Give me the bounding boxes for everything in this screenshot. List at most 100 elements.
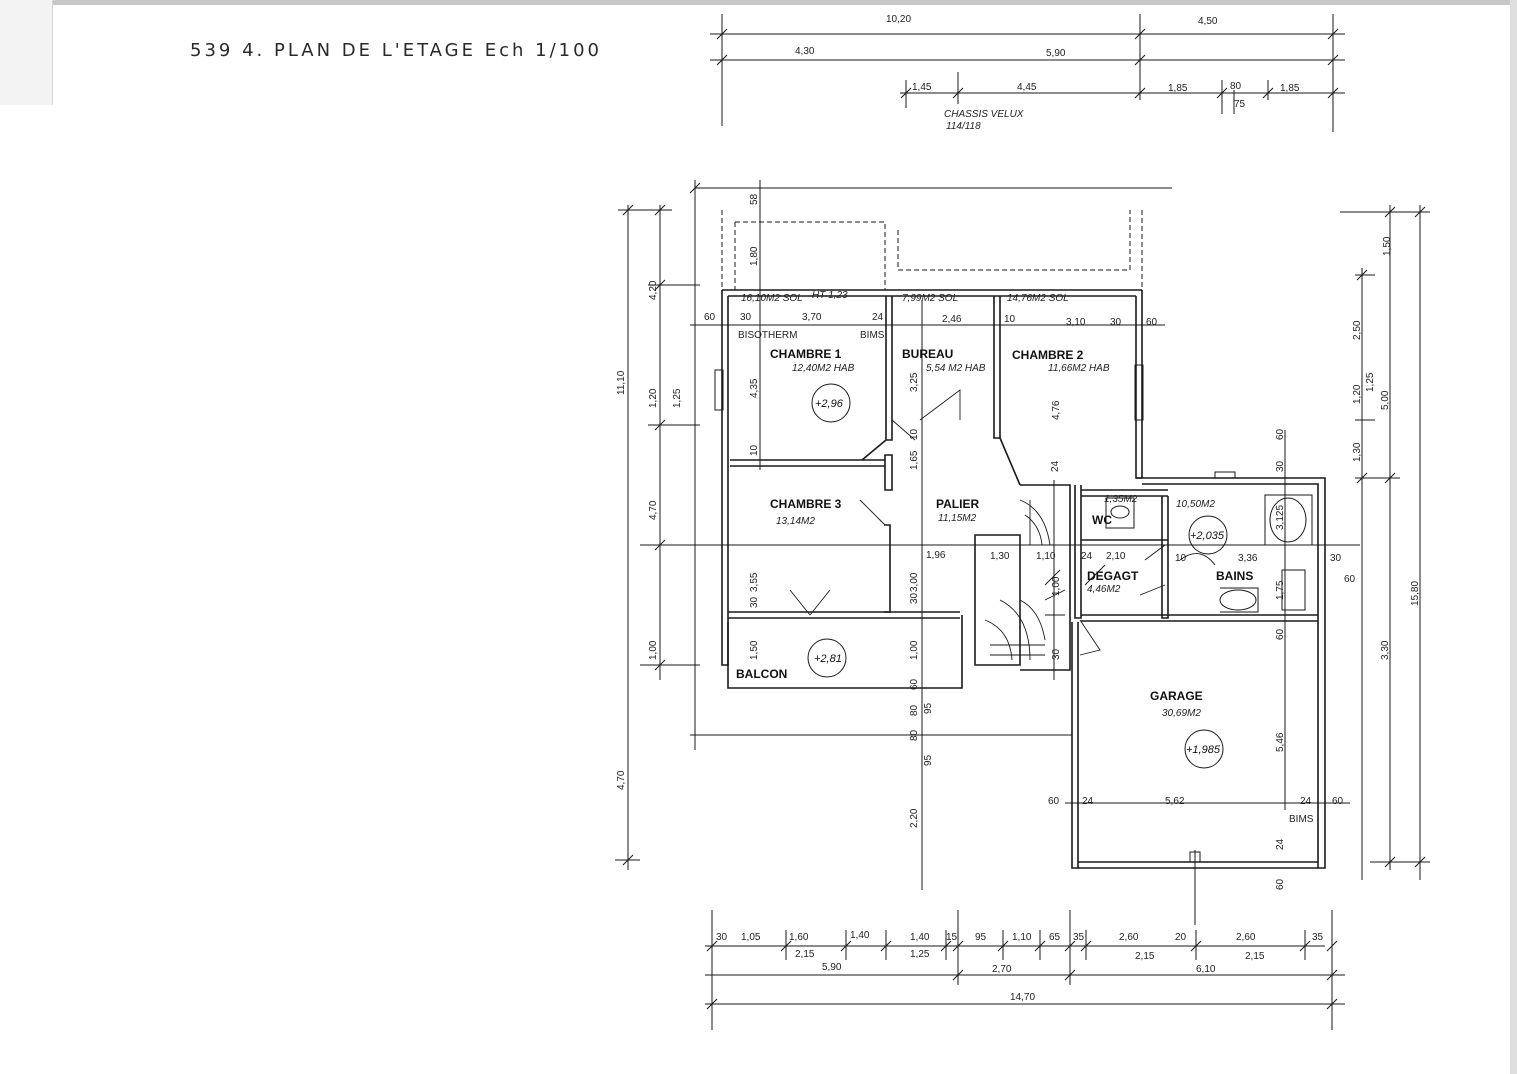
bains-name: BAINS xyxy=(1216,569,1253,583)
dim-bottom-18: 2,15 xyxy=(1245,951,1265,962)
dim-int-23: 1,10 xyxy=(1036,551,1056,562)
dim-bottom-1: 1,05 xyxy=(741,932,761,943)
dim-int-32: 1,00 xyxy=(1051,576,1062,596)
chambre3-name: CHAMBRE 3 xyxy=(770,497,842,511)
dim-int-21: 1,96 xyxy=(926,550,946,561)
dim-top-b: 5,90 xyxy=(1046,48,1066,59)
dim-int-15: 4,76 xyxy=(1051,400,1062,420)
dim-int-16: 1,65 xyxy=(909,450,920,470)
dim-int-42: 80 xyxy=(909,704,920,716)
room-labels: 16,10M2 SOL HT 1,23 7,99M2 SOL 14,76M2 S… xyxy=(736,290,1314,825)
dim-int-41: 95 xyxy=(923,702,934,714)
dim-int-4: 3,70 xyxy=(802,312,822,323)
bottom-dimension-labels: 30 1,05 1,60 2,15 1,40 1,40 1,25 15 5,90… xyxy=(716,930,1324,1003)
dim-int-43: 80 xyxy=(909,729,920,741)
balcon-level: +2,81 xyxy=(814,653,842,665)
dim-int-11: 4,35 xyxy=(749,378,760,398)
dim-int-37: 30 xyxy=(1051,648,1062,660)
dim-top-f: 80 xyxy=(1230,81,1242,92)
dim-right-d: 1,25 xyxy=(1365,372,1376,392)
bureau-sol: 7,99M2 SOL xyxy=(902,293,958,304)
dim-bottom-14: 2,60 xyxy=(1119,932,1139,943)
dim-left-b: 1,20 xyxy=(648,388,659,408)
dim-int-48: 5,62 xyxy=(1165,796,1185,807)
level-marker-garage xyxy=(1184,729,1224,769)
dim-bottom-21: 14,70 xyxy=(1010,992,1035,1003)
chambre2-area: 11,66M2 HAB xyxy=(1048,363,1110,374)
note-bims-garage: BIMS xyxy=(1289,814,1314,825)
dim-int-40: 60 xyxy=(909,678,920,690)
dim-int-38: 1,75 xyxy=(1275,580,1286,600)
dim-top-h: 1,85 xyxy=(1280,83,1300,94)
dim-int-14: 10 xyxy=(909,428,920,440)
dim-int-20: 3,125 xyxy=(1275,505,1286,530)
dim-int-12: 10 xyxy=(749,444,760,456)
dim-bottom-11: 65 xyxy=(1049,932,1061,943)
right-dimension-labels: 1,50 2,50 1,20 1,25 5,00 1,30 15,80 3,30 xyxy=(1352,236,1421,660)
left-dimension-chains xyxy=(615,180,1172,870)
dim-left-total: 11,10 xyxy=(616,370,627,395)
dim-top-d: 4,45 xyxy=(1017,82,1037,93)
page-edge xyxy=(0,0,1517,5)
page-corner xyxy=(0,0,53,105)
chambre2-name: CHAMBRE 2 xyxy=(1012,348,1084,362)
dim-int-5: 24 xyxy=(872,312,884,323)
wc-name: WC xyxy=(1092,513,1112,527)
dim-top-c: 1,45 xyxy=(912,82,932,93)
dim-right-c: 1,20 xyxy=(1352,384,1363,404)
chambre2-sol: 14,76M2 SOL xyxy=(1007,293,1069,304)
dim-bottom-9: 95 xyxy=(975,932,987,943)
dim-int-7: 10 xyxy=(1004,314,1016,325)
garage-area: 30,69M2 xyxy=(1162,708,1201,719)
dim-int-39: 60 xyxy=(1275,628,1286,640)
garage-level: +1,985 xyxy=(1186,744,1221,756)
dim-int-13: 3,25 xyxy=(909,372,920,392)
dim-bottom-3: 2,15 xyxy=(795,949,815,960)
chambre1-area: 12,40M2 HAB xyxy=(792,363,855,374)
dim-right-g: 15,80 xyxy=(1410,581,1421,606)
attic-outline xyxy=(721,210,1143,790)
dim-int-17: 24 xyxy=(1050,460,1061,472)
top-dimension-labels: 10,20 4,50 4,30 5,90 1,45 4,45 1,85 80 7… xyxy=(795,14,1300,132)
dim-right-h: 3,30 xyxy=(1380,640,1391,660)
dim-int-50: 60 xyxy=(1332,796,1344,807)
bains-level: +2,035 xyxy=(1190,530,1225,542)
dim-int-46: 60 xyxy=(1048,796,1060,807)
level-marker-balcon xyxy=(807,638,847,678)
note-chassis-size: 114/118 xyxy=(946,121,981,132)
note-chassis: CHASSIS VELUX xyxy=(944,109,1024,120)
dim-int-25: 2,10 xyxy=(1106,551,1126,562)
chambre1-name: CHAMBRE 1 xyxy=(770,347,842,361)
dim-bottom-10: 1,10 xyxy=(1012,932,1032,943)
dim-int-45: 2,20 xyxy=(909,808,920,828)
dim-left-d: 4,70 xyxy=(648,500,659,520)
dim-int-3: 30 xyxy=(740,312,752,323)
dim-bottom-17: 2,60 xyxy=(1236,932,1256,943)
dim-top-e: 1,85 xyxy=(1168,83,1188,94)
dim-int-29: 60 xyxy=(1344,574,1356,585)
dim-left-f: 4,70 xyxy=(616,770,627,790)
dim-bottom-5: 1,40 xyxy=(910,932,930,943)
balcon-name: BALCON xyxy=(736,667,787,681)
chambre1-ht: HT 1,23 xyxy=(812,290,848,301)
top-dimension-chains xyxy=(710,14,1345,132)
dim-int-53: 60 xyxy=(1275,878,1286,890)
dim-int-0: 58 xyxy=(749,193,760,205)
dim-int-19: 30 xyxy=(1275,460,1286,472)
palier-area: 11,15M2 xyxy=(938,513,977,524)
stairs xyxy=(984,499,1066,661)
dim-int-18: 60 xyxy=(1275,428,1286,440)
fixtures xyxy=(714,364,1313,863)
degagt-name: DEGAGT xyxy=(1087,569,1139,583)
dim-bottom-7: 15 xyxy=(946,932,958,943)
dim-int-28: 30 xyxy=(1330,553,1342,564)
dim-bottom-4: 1,40 xyxy=(850,930,870,941)
note-bisotherm: BISOTHERM xyxy=(738,330,797,341)
dim-top-g: 75 xyxy=(1234,99,1246,110)
dim-bottom-15: 2,15 xyxy=(1135,951,1155,962)
dim-int-6: 2,46 xyxy=(942,314,962,325)
dim-int-34: 30 xyxy=(909,592,920,604)
dim-bottom-13: 35 xyxy=(1073,932,1085,943)
dim-bottom-2: 1,60 xyxy=(789,932,809,943)
